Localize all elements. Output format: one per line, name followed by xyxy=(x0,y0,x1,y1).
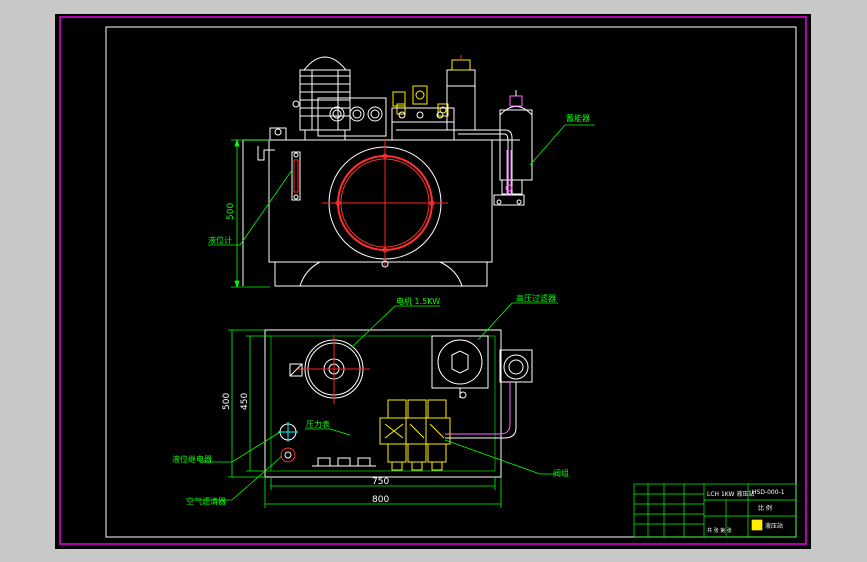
title-block-scale: 比 例 xyxy=(758,504,772,512)
top-dim-inner-depth: 450 xyxy=(240,393,250,410)
pump-block xyxy=(317,97,387,137)
tank-outline-inner xyxy=(270,335,496,472)
title-block-drawing-no: HSD-000-1 xyxy=(752,489,785,496)
front-view xyxy=(242,55,533,287)
label-hp-filter: 高压过滤器 xyxy=(516,293,556,303)
label-level-gauge: 液位计 xyxy=(208,235,232,245)
label-level-relay: 液位继电器 xyxy=(172,454,212,464)
front-dim-height: 500 xyxy=(226,203,236,220)
title-block-title: LCH 1KW 液压站 xyxy=(707,490,754,498)
outer-frame xyxy=(59,16,807,545)
title-block-company: 液压站 xyxy=(765,522,783,530)
inner-frame xyxy=(105,26,797,538)
air-filter-top xyxy=(280,447,296,463)
top-view xyxy=(264,329,533,478)
title-block-sheet: 共 张 第 张 xyxy=(707,527,732,534)
top-dim-outer-width: 800 xyxy=(372,495,389,505)
front-annotations xyxy=(208,124,595,289)
top-dim-outer-depth: 500 xyxy=(222,393,232,410)
label-motor: 电机 1.5KW xyxy=(396,296,440,306)
valve-group-top xyxy=(379,399,451,471)
label-accumulator: 蓄能器 xyxy=(566,113,590,123)
pressure-gauge-row xyxy=(312,457,376,467)
drawing-sheet xyxy=(55,14,811,549)
label-valve-group: 阀组 xyxy=(553,468,569,478)
label-air-filter: 空气滤清器 xyxy=(186,496,226,506)
level-gauge xyxy=(291,151,301,201)
tank-outline-outer xyxy=(264,329,502,478)
title-block xyxy=(633,483,797,538)
top-annotations xyxy=(200,302,558,508)
top-dim-inner-width: 750 xyxy=(372,477,389,487)
label-pressure-gauge: 压力表 xyxy=(306,419,330,429)
